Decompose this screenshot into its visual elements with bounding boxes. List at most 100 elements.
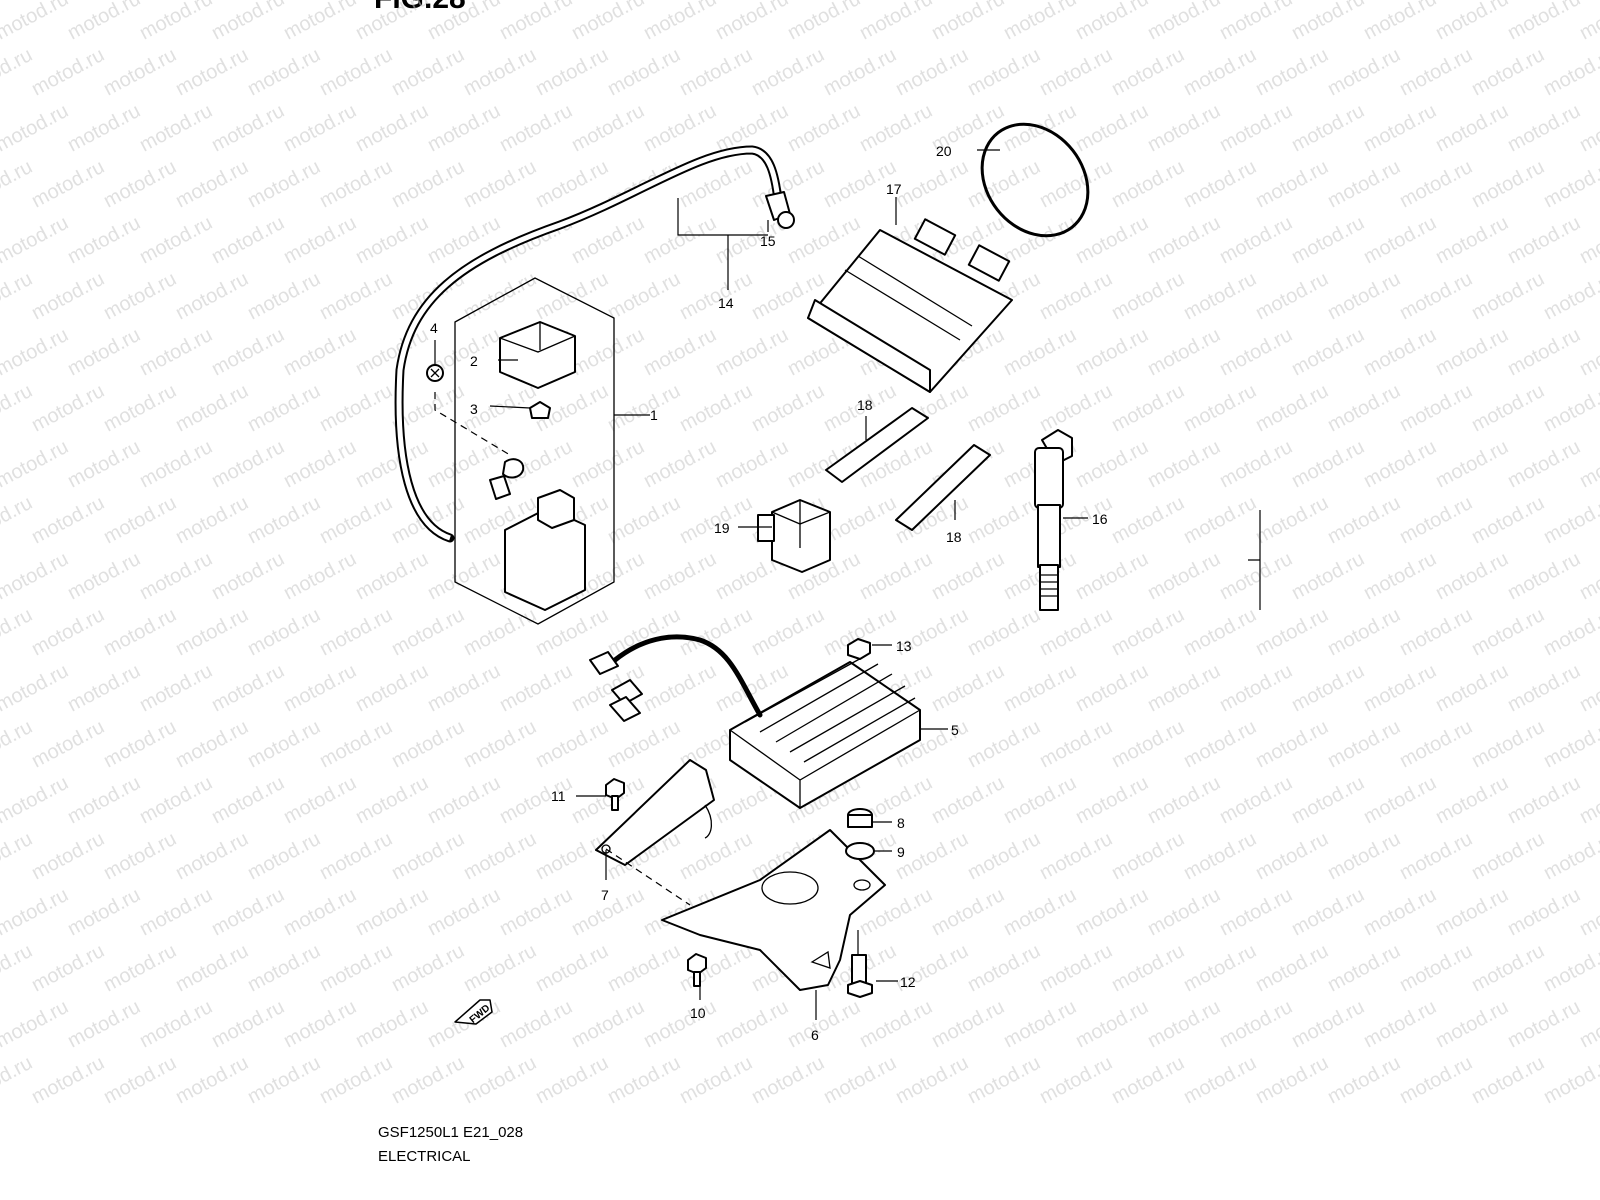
- watermark-text: motod.ru: [352, 0, 432, 44]
- watermark-text: motod.ru: [136, 996, 216, 1052]
- watermark-text: motod.ru: [316, 380, 396, 436]
- watermark-text: motod.ru: [208, 100, 288, 156]
- watermark-text: motod.ru: [316, 1052, 396, 1108]
- watermark-text: motod.ru: [1108, 156, 1188, 212]
- watermark-text: motod.ru: [1360, 436, 1440, 492]
- watermark-text: motod.ru: [1036, 1052, 1116, 1108]
- watermark-text: motod.ru: [532, 828, 612, 884]
- watermark-text: motod.ru: [496, 660, 576, 716]
- watermark-text: motod.ru: [1072, 100, 1152, 156]
- watermark-text: motod.ru: [1144, 996, 1224, 1052]
- watermark-text: motod.ru: [1432, 548, 1512, 604]
- watermark-text: motod.ru: [0, 324, 72, 380]
- watermark-text: motod.ru: [280, 324, 360, 380]
- watermark-text: motod.ru: [460, 828, 540, 884]
- watermark-text: motod.ru: [208, 436, 288, 492]
- watermark-text: motod.ru: [1288, 100, 1368, 156]
- callout-1: 1: [650, 407, 658, 423]
- watermark-text: motod.ru: [1180, 44, 1260, 100]
- watermark-text: motod.ru: [0, 884, 72, 940]
- watermark-text: motod.ru: [712, 996, 792, 1052]
- watermark-text: motod.ru: [316, 44, 396, 100]
- watermark-text: motod.ru: [352, 660, 432, 716]
- collar-8: [847, 808, 873, 828]
- watermark-text: motod.ru: [0, 492, 36, 548]
- callout-12: 12: [900, 974, 916, 990]
- watermark-text: motod.ru: [748, 604, 828, 660]
- watermark-text: motod.ru: [1468, 380, 1548, 436]
- watermark-text: motod.ru: [712, 324, 792, 380]
- watermark-text: motod.ru: [388, 604, 468, 660]
- callout-15: 15: [760, 233, 776, 249]
- watermark-text: motod.ru: [928, 772, 1008, 828]
- watermark-text: motod.ru: [1360, 0, 1440, 44]
- callout-19: 19: [714, 520, 730, 536]
- watermark-text: motod.ru: [316, 716, 396, 772]
- watermark-text: motod.ru: [0, 548, 72, 604]
- watermark-text: motod.ru: [676, 828, 756, 884]
- watermark-text: motod.ru: [388, 940, 468, 996]
- watermark-text: motod.ru: [640, 548, 720, 604]
- watermark-text: motod.ru: [316, 604, 396, 660]
- watermark-text: motod.ru: [1324, 604, 1404, 660]
- watermark-text: motod.ru: [1216, 100, 1296, 156]
- watermark-text: motod.ru: [1432, 0, 1512, 44]
- relay-19: [757, 499, 831, 573]
- callout-labels: 1 2 3 4 5 6 7 8 9 10 11 12 13 14 15 16 1…: [430, 143, 1108, 1043]
- callout-10: 10: [690, 1005, 706, 1021]
- watermark-text: motod.ru: [1432, 100, 1512, 156]
- watermark-text: motod.ru: [1576, 996, 1600, 1052]
- watermark-text: motod.ru: [1036, 940, 1116, 996]
- watermark-text: motod.ru: [1072, 772, 1152, 828]
- watermark-text: motod.ru: [1396, 44, 1476, 100]
- watermark-text: motod.ru: [784, 212, 864, 268]
- watermark-text: motod.ru: [352, 436, 432, 492]
- watermark-text: motod.ru: [0, 0, 72, 44]
- watermark-text: motod.ru: [1540, 268, 1600, 324]
- watermark-text: motod.ru: [1576, 548, 1600, 604]
- watermark-text: motod.ru: [568, 436, 648, 492]
- watermark-text: motod.ru: [172, 1052, 252, 1108]
- watermark-text: motod.ru: [604, 268, 684, 324]
- watermark-text: motod.ru: [172, 604, 252, 660]
- watermark-text: motod.ru: [676, 268, 756, 324]
- watermark-text: motod.ru: [352, 100, 432, 156]
- watermark-text: motod.ru: [1036, 604, 1116, 660]
- watermark-text: motod.ru: [1468, 156, 1548, 212]
- watermark-text: motod.ru: [1468, 492, 1548, 548]
- callout-16: 16: [1092, 511, 1108, 527]
- watermark-text: motod.ru: [208, 772, 288, 828]
- watermark-text: motod.ru: [964, 940, 1044, 996]
- watermark-text: motod.ru: [1108, 940, 1188, 996]
- watermark-text: motod.ru: [1468, 828, 1548, 884]
- watermark-text: motod.ru: [568, 996, 648, 1052]
- watermark-text: motod.ru: [1540, 828, 1600, 884]
- watermark-text: motod.ru: [244, 156, 324, 212]
- watermark-text: motod.ru: [460, 156, 540, 212]
- ignition-coil: [1034, 429, 1073, 611]
- watermark-text: motod.ru: [1540, 156, 1600, 212]
- watermark-text: motod.ru: [1000, 772, 1080, 828]
- watermark-text: motod.ru: [1000, 996, 1080, 1052]
- watermark-text: motod.ru: [352, 548, 432, 604]
- callout-9: 9: [897, 844, 905, 860]
- watermark-text: motod.ru: [100, 940, 180, 996]
- watermark-text: motod.ru: [136, 436, 216, 492]
- watermark-text: motod.ru: [1324, 380, 1404, 436]
- watermark-text: motod.ru: [604, 1052, 684, 1108]
- watermark-text: motod.ru: [352, 884, 432, 940]
- watermark-text: motod.ru: [424, 884, 504, 940]
- watermark-text: motod.ru: [280, 996, 360, 1052]
- callout-20: 20: [936, 143, 952, 159]
- callout-8: 8: [897, 815, 905, 831]
- watermark-text: motod.ru: [1360, 996, 1440, 1052]
- watermark-text: motod.ru: [424, 772, 504, 828]
- bolt-11: [605, 778, 625, 811]
- callout-18-lower: 18: [946, 529, 962, 545]
- watermark-text: motod.ru: [352, 996, 432, 1052]
- watermark-text: motod.ru: [1072, 436, 1152, 492]
- watermark-text: motod.ru: [136, 548, 216, 604]
- watermark-text: motod.ru: [316, 156, 396, 212]
- watermark-text: motod.ru: [64, 548, 144, 604]
